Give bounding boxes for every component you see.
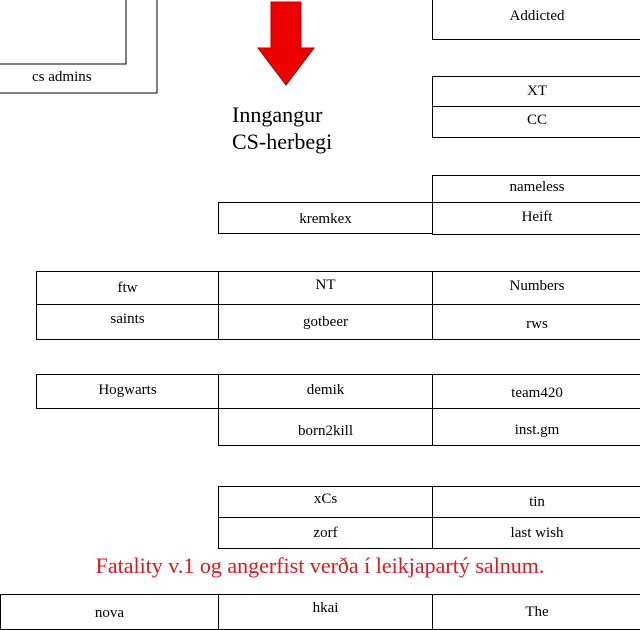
room-saints: saints [36,304,219,340]
notice-text: Fatality v.1 og angerfist verða í leikja… [95,553,545,578]
entrance-title-line1: Inngangur [232,102,323,127]
room-xcs: xCs [218,486,433,518]
down-arrow-icon [256,1,316,86]
room-numbers: Numbers [432,271,640,305]
room-kremkex: kremkex [218,202,433,234]
room-the: The [432,594,640,630]
room-nt: NT [218,271,433,305]
room-cs-admins: cs admins [32,69,92,85]
entrance-title: Inngangur CS-herbegi [232,101,332,155]
room-inst-gm: inst.gm [432,408,640,446]
room-demik: demik [218,374,433,409]
room-cc: CC [432,106,640,138]
room-nameless: nameless [432,175,640,203]
room-zorf: zorf [218,517,433,549]
room-addicted: Addicted [432,0,640,40]
room-team420: team420 [432,374,640,409]
room-heift: Heift [432,202,640,235]
room-rws: rws [432,304,640,340]
room-gotbeer: gotbeer [218,304,433,340]
cs-admins-outline [0,0,158,94]
room-nova: nova [0,594,219,630]
room-last-wish: last wish [432,517,640,549]
room-xt: XT [432,76,640,107]
room-ftw: ftw [36,271,219,305]
room-hogwarts: Hogwarts [36,374,219,409]
room-hkai: hkai [218,594,433,630]
room-tin: tin [432,486,640,518]
room-born2kill: born2kill [218,408,433,446]
entrance-title-line2: CS-herbegi [232,129,333,154]
